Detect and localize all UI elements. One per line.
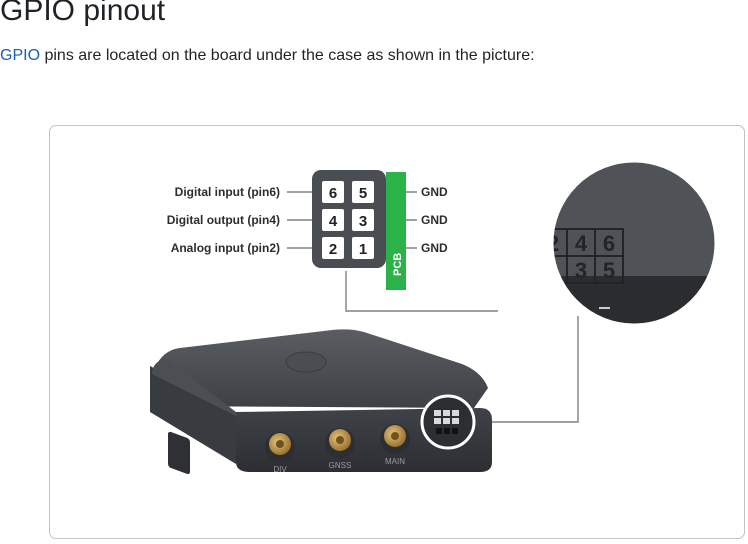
- pin-4: 4: [329, 213, 338, 230]
- zoom-pin-6: 6: [603, 231, 615, 256]
- pin-labels-left: Digital input (pin6) Digital output (pin…: [167, 185, 280, 255]
- pin-1: 1: [359, 241, 367, 258]
- antenna-label-main: MAIN: [385, 457, 405, 466]
- antenna-connectors: [265, 424, 410, 462]
- page-title: GPIO pinout: [0, 0, 166, 27]
- pin6-label: Digital input (pin6): [175, 185, 280, 199]
- zoom-pin-3: 3: [575, 258, 587, 283]
- zoom-pin-2: 2: [547, 231, 559, 256]
- pin-5: 5: [359, 185, 367, 202]
- zoom-circle: 2 4 6 1 3 5: [547, 159, 718, 327]
- pin-3: 3: [359, 213, 367, 230]
- pin-labels-right: GND GND GND: [421, 185, 448, 255]
- pin5-gnd-label: GND: [421, 185, 448, 199]
- gpio-pinout-figure: Digital input (pin6) Digital output (pin…: [49, 125, 745, 539]
- device-body: DIV GNSS MAIN: [150, 329, 492, 475]
- pin3-gnd-label: GND: [421, 213, 448, 227]
- pcb-strip: [386, 172, 406, 290]
- pin2-label: Analog input (pin2): [171, 241, 280, 255]
- pin-2: 2: [329, 241, 337, 258]
- pin-6: 6: [329, 185, 337, 202]
- pinout-illustration: Digital input (pin6) Digital output (pin…: [150, 159, 718, 475]
- antenna-label-gnss: GNSS: [329, 461, 352, 470]
- pin1-gnd-label: GND: [421, 241, 448, 255]
- pin4-label: Digital output (pin4): [167, 213, 280, 227]
- intro-text: pins are located on the board under the …: [40, 47, 535, 64]
- zoom-pin-5: 5: [603, 258, 615, 283]
- pcb-label: PCB: [392, 253, 404, 276]
- antenna-label-div: DIV: [273, 465, 287, 474]
- connector-pins: 6 5 4 3 2 1: [322, 181, 374, 259]
- zoom-pin-4: 4: [575, 231, 588, 256]
- intro-paragraph: GPIO pins are located on the board under…: [0, 47, 535, 65]
- gpio-link[interactable]: GPIO: [0, 47, 41, 64]
